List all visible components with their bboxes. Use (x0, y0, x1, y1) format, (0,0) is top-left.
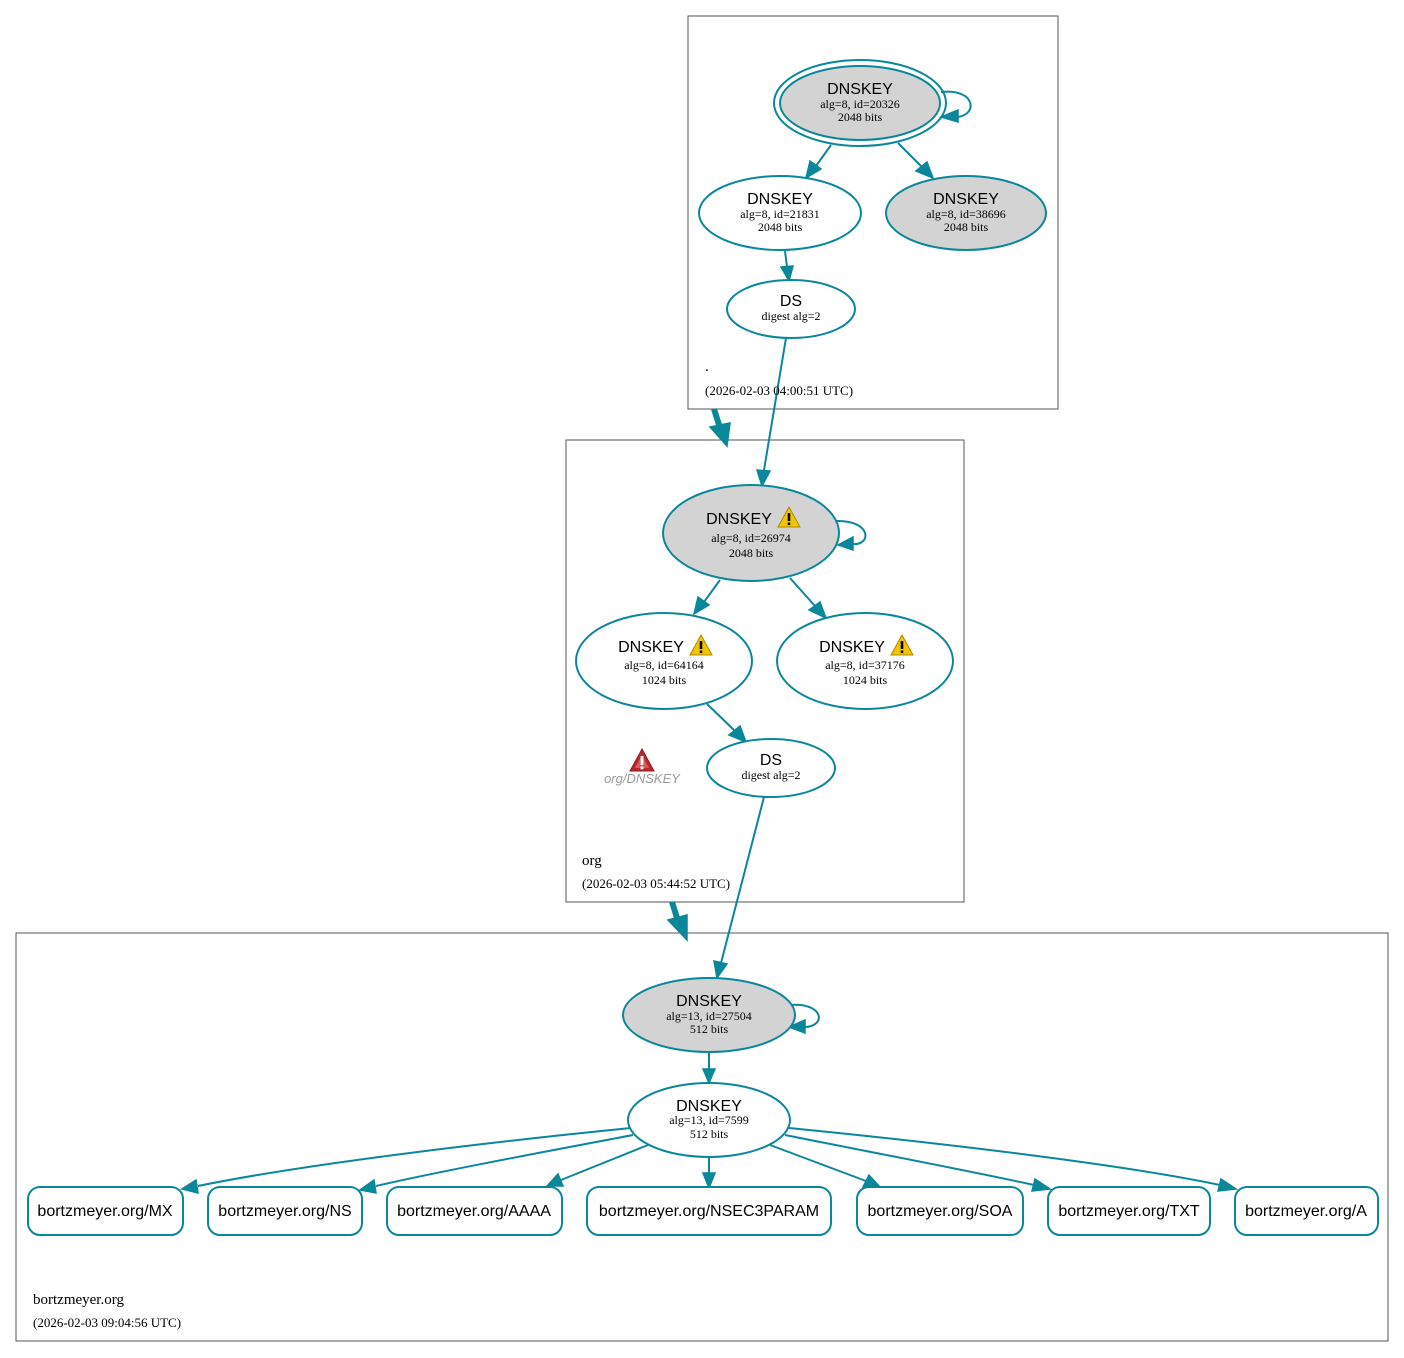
rrset-label-nsec3param: bortzmeyer.org/NSEC3PARAM (599, 1203, 819, 1220)
rrset-node-txt[interactable]: bortzmeyer.org/TXT (1047, 1186, 1211, 1236)
bortzmeyer-zone-name: bortzmeyer.org (33, 1292, 124, 1308)
org-ds-title: DS (760, 752, 782, 769)
org-zone-name: org (582, 853, 602, 869)
root-zsk-node-38696[interactable]: DNSKEY alg=8, id=38696 2048 bits (885, 175, 1047, 251)
rrset-label-soa: bortzmeyer.org/SOA (868, 1203, 1013, 1220)
org-ds-node[interactable]: DS digest alg=2 (706, 738, 836, 798)
org-zsk1-alg: alg=8, id=64164 (624, 658, 704, 672)
org-zsk-node-37176[interactable]: DNSKEY alg=8, id=37176 1024 bits (776, 612, 954, 710)
bortzmeyer-zsk-title: DNSKEY (676, 1098, 742, 1115)
root-ds-node[interactable]: DS digest alg=2 (726, 279, 856, 339)
root-zsk1-title: DNSKEY (747, 191, 813, 208)
org-ds-digest: digest alg=2 (741, 768, 800, 782)
edges-root-zone (755, 90, 972, 488)
delegation-arrow-org-to-bortzmeyer (666, 901, 688, 942)
bortzmeyer-zone-timestamp: (2026-02-03 09:04:56 UTC) (33, 1315, 181, 1330)
root-ksk-bits: 2048 bits (838, 110, 883, 124)
warning-icon (689, 633, 713, 656)
root-ds-digest: digest alg=2 (761, 309, 820, 323)
rrset-label-mx: bortzmeyer.org/MX (37, 1203, 172, 1220)
org-zsk2-title: DNSKEY (819, 639, 885, 656)
root-ksk-title: DNSKEY (827, 81, 893, 98)
rrset-node-nsec3param[interactable]: bortzmeyer.org/NSEC3PARAM (586, 1186, 832, 1236)
root-ksk-alg: alg=8, id=20326 (820, 97, 900, 111)
bortzmeyer-zsk-bits: 512 bits (690, 1127, 729, 1141)
edges-org-zone (692, 519, 867, 980)
warning-icon (777, 505, 801, 528)
org-zsk1-title: DNSKEY (618, 639, 684, 656)
rrset-node-mx[interactable]: bortzmeyer.org/MX (27, 1186, 184, 1236)
bortzmeyer-ksk-title: DNSKEY (676, 993, 742, 1010)
root-zsk2-alg: alg=8, id=38696 (926, 207, 1006, 221)
bortzmeyer-ksk-node[interactable]: DNSKEY alg=13, id=27504 512 bits (622, 977, 796, 1053)
org-zsk2-alg: alg=8, id=37176 (825, 658, 905, 672)
org-zsk1-bits: 1024 bits (642, 673, 687, 687)
root-zsk1-alg: alg=8, id=21831 (740, 207, 820, 221)
bortzmeyer-ksk-bits: 512 bits (690, 1022, 729, 1036)
root-zsk2-bits: 2048 bits (944, 220, 989, 234)
root-ksk-node[interactable]: DNSKEY alg=8, id=20326 2048 bits (773, 59, 947, 147)
bortzmeyer-ksk-alg: alg=13, id=27504 (666, 1009, 752, 1023)
org-zsk-node-64164[interactable]: DNSKEY alg=8, id=64164 1024 bits (575, 612, 753, 710)
org-zone-timestamp: (2026-02-03 05:44:52 UTC) (582, 876, 730, 891)
org-ksk-bits: 2048 bits (729, 546, 774, 560)
org-ksk-alg: alg=8, id=26974 (711, 531, 791, 545)
root-zsk-node-21831[interactable]: DNSKEY alg=8, id=21831 2048 bits (698, 175, 862, 251)
root-zone-name: . (705, 359, 709, 375)
root-zone-timestamp: (2026-02-03 04:00:51 UTC) (705, 383, 853, 398)
delegation-arrow-root-to-org (708, 408, 731, 448)
org-ksk-title: DNSKEY (706, 511, 772, 528)
warning-icon (890, 633, 914, 656)
bortzmeyer-zsk-alg: alg=13, id=7599 (669, 1113, 749, 1127)
root-zsk2-title: DNSKEY (933, 191, 999, 208)
edges-bortzmeyer-zone (180, 1003, 1239, 1195)
rrset-label-ns: bortzmeyer.org/NS (218, 1203, 351, 1220)
error-icon (629, 747, 655, 772)
rrset-label-a: bortzmeyer.org/A (1245, 1203, 1367, 1220)
rrset-label-txt: bortzmeyer.org/TXT (1058, 1203, 1200, 1220)
rrset-label-aaaa: bortzmeyer.org/AAAA (397, 1203, 551, 1220)
org-ksk-node[interactable]: DNSKEY alg=8, id=26974 2048 bits (662, 484, 840, 582)
rrset-node-soa[interactable]: bortzmeyer.org/SOA (856, 1186, 1024, 1236)
root-ds-title: DS (780, 293, 802, 310)
rrset-node-ns[interactable]: bortzmeyer.org/NS (207, 1186, 363, 1236)
rrset-node-a[interactable]: bortzmeyer.org/A (1234, 1186, 1379, 1236)
bortzmeyer-zsk-node[interactable]: DNSKEY alg=13, id=7599 512 bits (627, 1082, 791, 1158)
org-dnskey-error-label: org/DNSKEY (604, 771, 681, 786)
rrset-node-aaaa[interactable]: bortzmeyer.org/AAAA (386, 1186, 563, 1236)
org-zsk2-bits: 1024 bits (843, 673, 888, 687)
root-zsk1-bits: 2048 bits (758, 220, 803, 234)
org-dnskey-error-node[interactable]: org/DNSKEY (604, 747, 681, 786)
